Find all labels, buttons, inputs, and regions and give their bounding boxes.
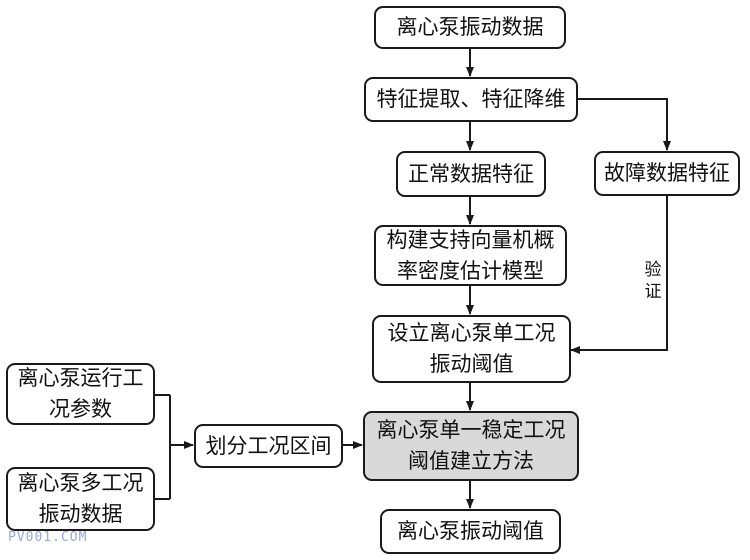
node-normal-features: 正常数据特征 — [396, 151, 546, 197]
node-multi-condition-data: 离心泵多工况 振动数据 — [6, 467, 155, 531]
edge-fault-verify-to-threshold — [570, 196, 668, 354]
node-final-threshold: 离心泵振动阈值 — [380, 509, 561, 554]
node-fault-features: 故障数据特征 — [594, 151, 740, 196]
watermark: PV001.COM — [8, 530, 88, 545]
edge-extraction-to-fault — [578, 98, 671, 151]
node-partition-intervals: 划分工况区间 — [194, 424, 343, 468]
node-vibration-data: 离心泵振动数据 — [374, 6, 566, 49]
node-steady-method: 离心泵单一稳定工况 阈值建立方法 — [363, 411, 579, 481]
node-single-threshold: 设立离心泵单工况 振动阈值 — [372, 315, 571, 383]
node-operating-params: 离心泵运行工 况参数 — [6, 363, 155, 425]
node-feature-extraction: 特征提取、特征降维 — [364, 77, 578, 122]
node-svm-model: 构建支持向量机概 率密度估计模型 — [374, 225, 567, 286]
edge-label-verify: 验 证 — [644, 260, 662, 302]
